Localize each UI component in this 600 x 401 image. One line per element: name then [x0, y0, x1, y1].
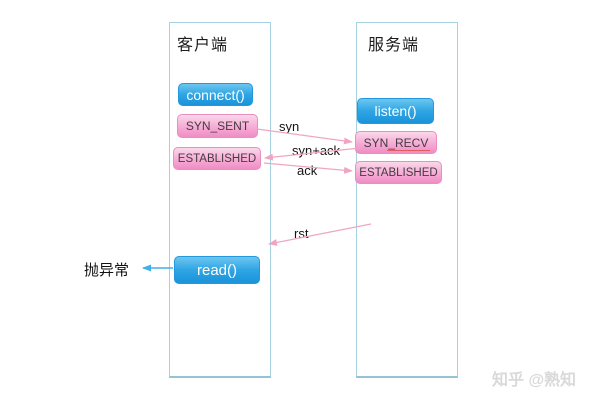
syn-line — [256, 128, 353, 145]
spellcheck-underline — [387, 150, 430, 151]
node-client-established: ESTABLISHED — [173, 147, 261, 170]
watermark-text: 知乎 @熟知 — [492, 372, 577, 389]
message-label-rst: rst — [294, 226, 309, 241]
client-lifeline-box — [169, 22, 271, 378]
node-listen: listen() — [357, 98, 434, 124]
message-label-syn: syn — [279, 119, 300, 134]
server-title: 服务端 — [368, 37, 420, 54]
message-label-syn-ack: syn+ack — [292, 143, 341, 158]
message-label-ack: ack — [297, 163, 318, 178]
client-title: 客户端 — [177, 37, 229, 54]
server-lifeline-box — [356, 22, 458, 378]
node-server-established: ESTABLISHED — [355, 161, 442, 184]
node-syn-recv: SYN_RECV — [355, 131, 437, 154]
node-read: read() — [174, 256, 260, 284]
node-connect: connect() — [178, 83, 253, 106]
node-syn-sent: SYN_SENT — [177, 114, 258, 138]
exception-label: 抛异常 — [84, 262, 130, 279]
